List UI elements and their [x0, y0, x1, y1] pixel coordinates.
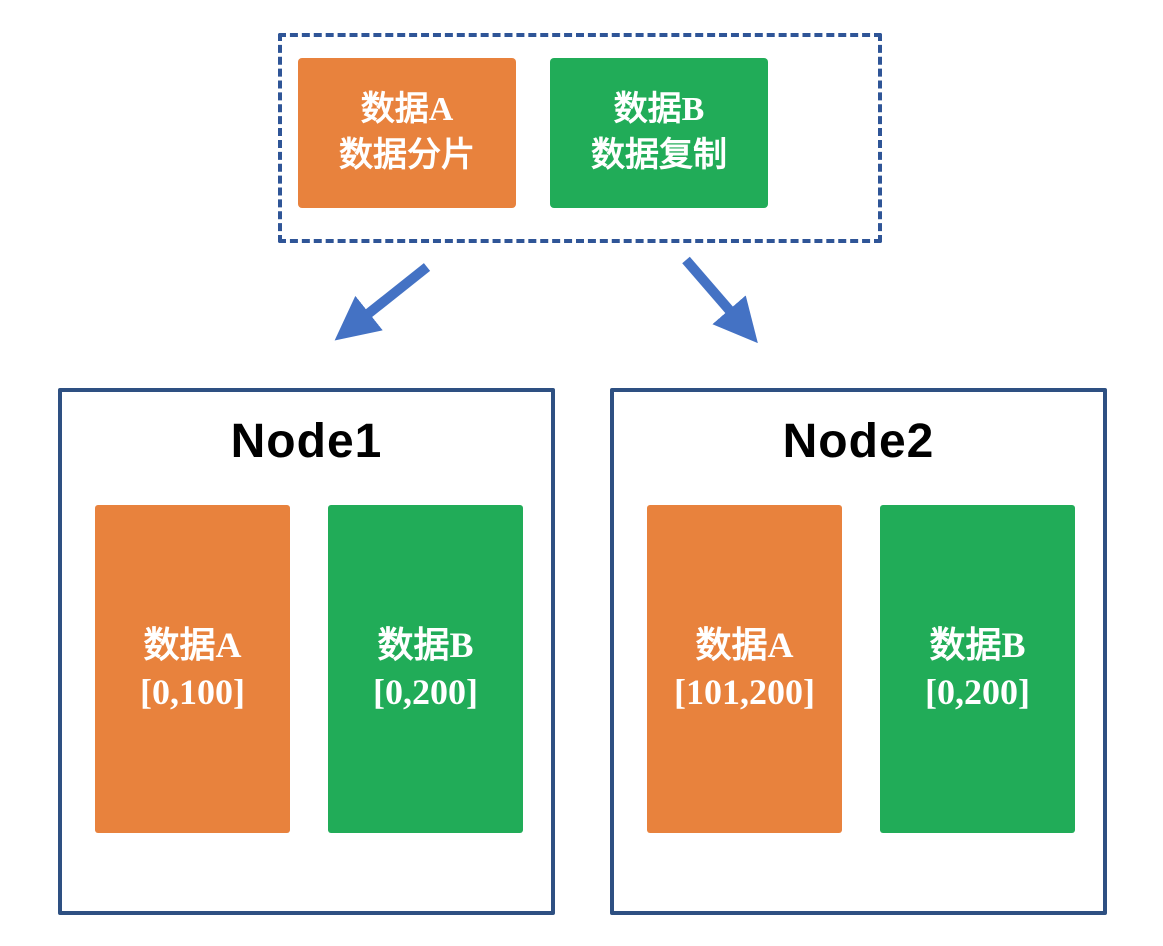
node1-box: Node1 数据A [0,100] 数据B [0,200]: [58, 388, 555, 915]
node2-data-b-range: [0,200]: [925, 672, 1030, 712]
node2-data-b-box: 数据B [0,200]: [880, 505, 1075, 833]
node1-data-b-label: 数据B: [377, 625, 474, 666]
node1-title: Node1: [230, 415, 383, 468]
node1-data-a-label: 数据A: [143, 625, 242, 666]
data-a-shard-box: 数据A 数据分片: [298, 58, 516, 208]
data-b-label: 数据B: [613, 91, 705, 129]
node1-data-b-range: [0,200]: [373, 672, 478, 712]
arrow-down-right-icon: [682, 256, 758, 344]
data-a-label: 数据A: [360, 91, 454, 129]
arrow-down-left-icon: [334, 263, 431, 341]
node2-title: Node2: [782, 415, 935, 468]
node2-data-a-label: 数据A: [695, 625, 794, 666]
node2-box: Node2 数据A [101,200] 数据B [0,200]: [610, 388, 1107, 915]
node2-data-a-range: [101,200]: [674, 672, 815, 712]
node2-data-b-label: 数据B: [929, 625, 1026, 666]
data-source-group: 数据A 数据分片 数据B 数据复制: [278, 33, 882, 243]
node1-data-a-box: 数据A [0,100]: [95, 505, 290, 833]
data-a-mode-label: 数据分片: [339, 137, 475, 174]
data-b-mode-label: 数据复制: [591, 137, 727, 174]
node2-data-a-box: 数据A [101,200]: [647, 505, 842, 833]
data-b-replica-box: 数据B 数据复制: [550, 58, 768, 208]
node1-data-b-box: 数据B [0,200]: [328, 505, 523, 833]
node1-data-a-range: [0,100]: [140, 672, 245, 712]
